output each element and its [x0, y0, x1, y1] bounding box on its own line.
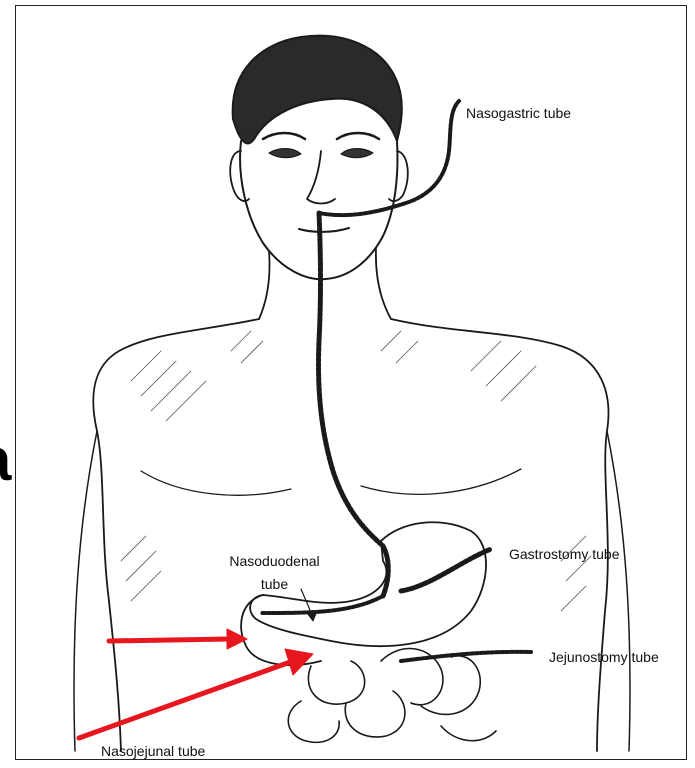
left-eye — [269, 149, 301, 158]
anatomy-illustration — [16, 6, 687, 760]
label-nasojejunal-tube: Nasojejunal tube — [101, 743, 205, 759]
gastrostomy-tube — [401, 549, 491, 591]
label-nasoduodenal-line2: tube — [212, 576, 337, 592]
label-nasoduodenal-line1: Nasoduodenal — [212, 553, 337, 569]
nasoduodenal-pointer-head — [307, 611, 317, 621]
small-intestine — [288, 649, 496, 743]
right-eyebrow — [337, 133, 379, 139]
torso-left — [93, 319, 259, 751]
nose — [307, 151, 335, 204]
red-arrow-lower — [79, 661, 293, 738]
label-gastrostomy-tube: Gastrostomy tube — [509, 546, 620, 562]
right-pectoral — [361, 469, 521, 494]
left-pectoral — [141, 471, 291, 495]
neck-right — [376, 249, 391, 319]
left-eyebrow — [263, 133, 305, 139]
right-eye — [341, 149, 373, 158]
jejunostomy-tube — [401, 652, 531, 661]
right-arm-line — [607, 431, 630, 751]
neck-left — [259, 251, 270, 319]
red-arrow-upper — [109, 639, 229, 641]
hair — [233, 36, 402, 144]
red-arrow-upper-head — [227, 629, 247, 649]
torso-right — [391, 319, 608, 751]
label-nasogastric-tube: Nasogastric tube — [466, 105, 571, 121]
label-jejunostomy-tube: Jejunostomy tube — [549, 649, 659, 665]
left-arm-line — [74, 431, 97, 751]
illustration-frame: Nasogastric tube Nasoduodenal tube Gastr… — [15, 5, 687, 760]
nasoduodenal-tube-segment — [261, 596, 383, 613]
mouth — [299, 228, 349, 232]
shading-hatching — [121, 331, 591, 611]
cut-off-letter: a — [0, 420, 14, 500]
